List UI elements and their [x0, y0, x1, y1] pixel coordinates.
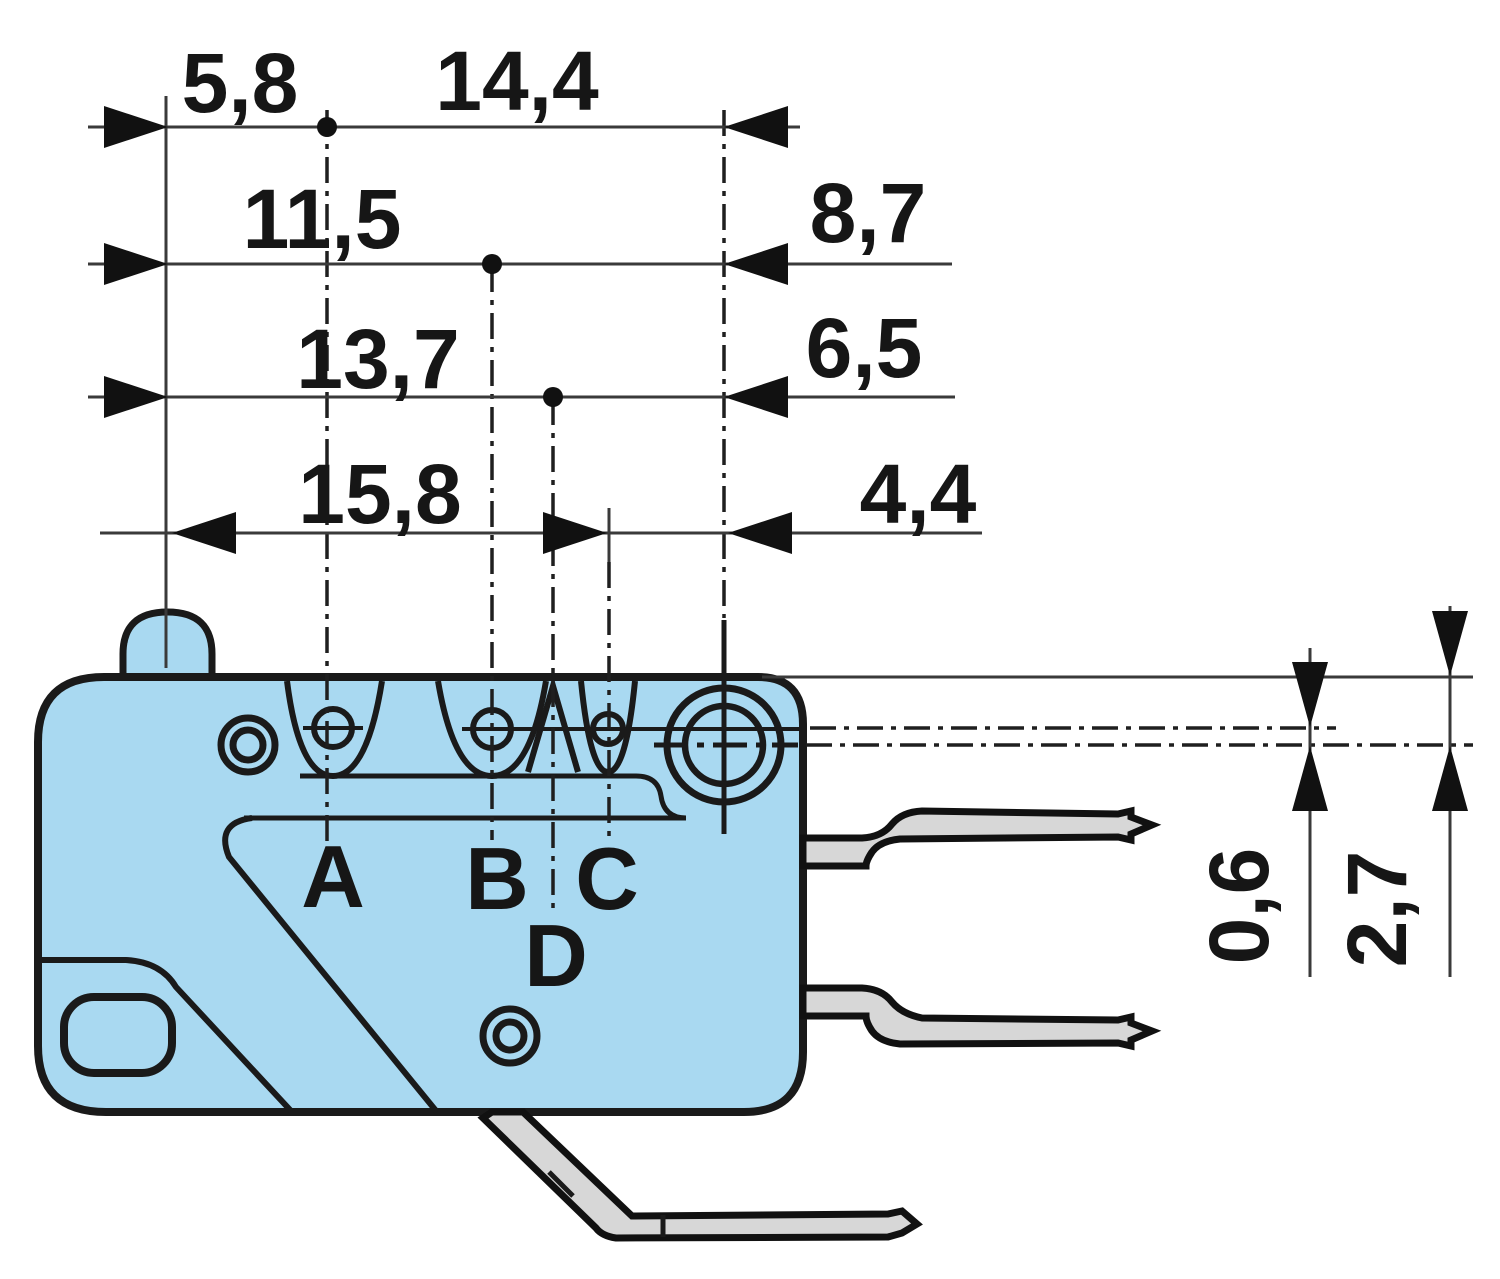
terminals-group — [477, 806, 1162, 1242]
dim-4-4: 4,4 — [860, 447, 977, 541]
dim-14-4: 14,4 — [435, 34, 599, 128]
dim-0-6: 0,6 — [1192, 848, 1286, 965]
terminal-bottom-lever — [477, 1108, 923, 1242]
dim-11-5: 11,5 — [243, 172, 402, 266]
label-a: A — [301, 827, 365, 926]
switch-body-group — [34, 608, 807, 1116]
point-labels: A B C D — [301, 827, 639, 1005]
dimension-labels: 5,8 14,4 11,5 8,7 13,7 6,5 15,8 4,4 0,6 … — [182, 34, 1424, 967]
dim-8-7: 8,7 — [810, 166, 927, 260]
dim-13-7: 13,7 — [296, 312, 460, 406]
dim-6-5: 6,5 — [806, 301, 923, 395]
mounting-hole — [60, 993, 176, 1077]
pivot-boss — [654, 620, 798, 834]
extension-lines — [164, 96, 726, 916]
dimension-rows — [88, 106, 982, 554]
terminal-middle — [799, 806, 1162, 870]
label-d: D — [524, 906, 588, 1005]
dim-15-8: 15,8 — [298, 447, 462, 541]
dim-2-7: 2,7 — [1330, 851, 1424, 968]
dim-5-8: 5,8 — [182, 36, 299, 130]
terminal-lower — [799, 984, 1162, 1051]
right-side-dimensions — [762, 606, 1473, 977]
switch-body — [34, 673, 807, 1116]
internal-edges — [38, 815, 440, 1115]
terminal-bend-line — [547, 1170, 575, 1198]
label-c: C — [575, 829, 639, 928]
label-b: B — [465, 829, 529, 928]
